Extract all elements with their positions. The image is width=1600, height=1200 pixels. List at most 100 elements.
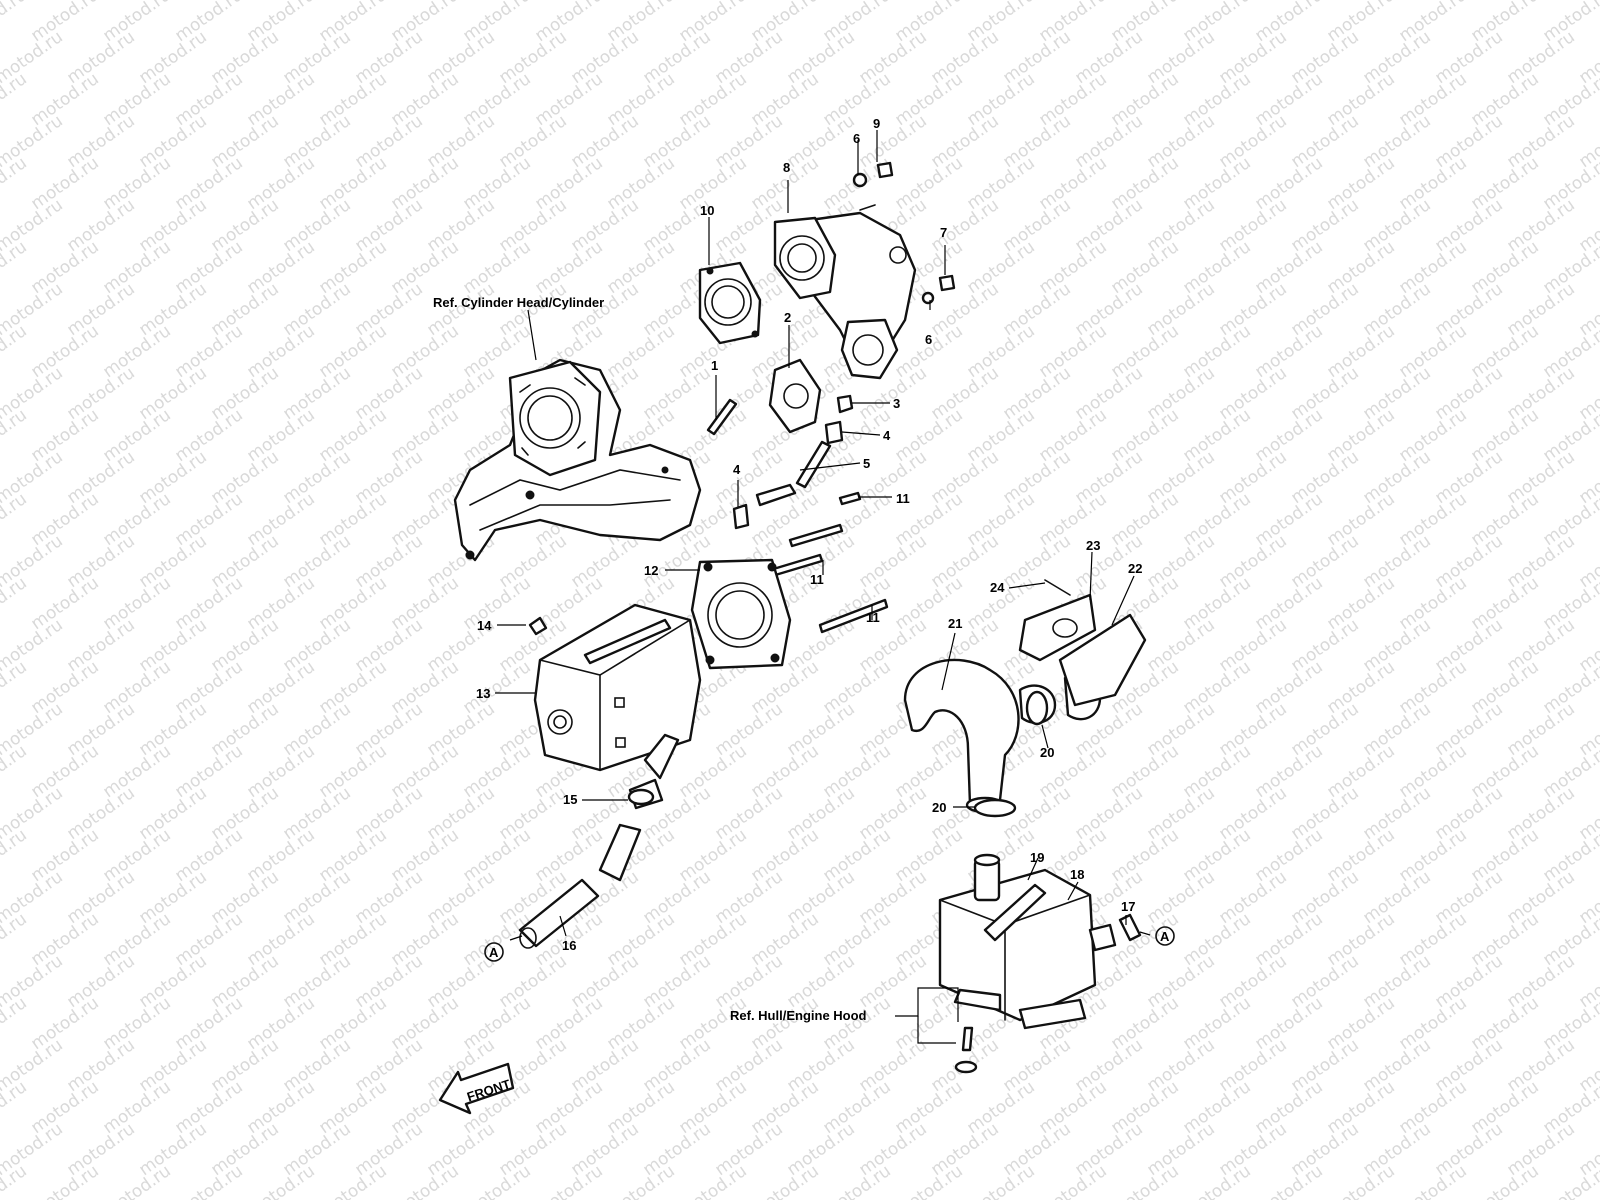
watermark-text: motod.ru — [243, 993, 318, 1054]
watermark-text: motod.ru — [1431, 867, 1506, 928]
watermark-text: motod.ru — [63, 447, 138, 508]
watermark-text: motod.ru — [27, 993, 102, 1054]
watermark-text: motod.ru — [171, 153, 246, 214]
watermark-text: motod.ru — [279, 783, 354, 844]
callout-11c: 11 — [866, 610, 880, 625]
watermark-text: motod.ru — [1431, 279, 1506, 340]
watermark-text: motod.ru — [135, 1035, 210, 1096]
watermark-text: motod.ru — [135, 615, 210, 676]
watermark-text: motod.ru — [1395, 1077, 1470, 1138]
watermark-text: motod.ru — [1107, 825, 1182, 886]
watermark-text: motod.ru — [171, 1077, 246, 1138]
watermark-text: motod.ru — [819, 69, 894, 130]
watermark-text: motod.ru — [531, 153, 606, 214]
watermark-text: motod.ru — [387, 573, 462, 634]
watermark-text: motod.ru — [459, 69, 534, 130]
watermark-text: motod.ru — [171, 321, 246, 382]
watermark-text: motod.ru — [1359, 111, 1434, 172]
watermark-text: motod.ru — [1323, 909, 1398, 970]
watermark-text: motod.ru — [279, 111, 354, 172]
watermark-text: motod.ru — [315, 909, 390, 970]
watermark-text: motod.ru — [495, 951, 570, 1012]
watermark-text: motod.ru — [315, 741, 390, 802]
watermark-text: motod.ru — [639, 867, 714, 928]
water-box — [938, 853, 1142, 1074]
watermark-text: motod.ru — [135, 867, 210, 928]
watermark-text: motod.ru — [207, 111, 282, 172]
watermark-text: motod.ru — [63, 615, 138, 676]
watermark-text: motod.ru — [1431, 27, 1506, 88]
watermark-text: motod.ru — [891, 405, 966, 466]
watermark-text: motod.ru — [1215, 531, 1290, 592]
watermark-text: motod.ru — [1431, 1119, 1506, 1180]
watermark-text: motod.ru — [387, 657, 462, 718]
watermark-text: motod.ru — [1395, 825, 1470, 886]
watermark-text: motod.ru — [99, 405, 174, 466]
watermark-text: motod.ru — [171, 489, 246, 550]
watermark-text: motod.ru — [243, 825, 318, 886]
callout-4a: 4 — [733, 462, 741, 477]
watermark-text: motod.ru — [171, 657, 246, 718]
watermark-text: motod.ru — [171, 909, 246, 970]
watermark-text: motod.ru — [135, 447, 210, 508]
watermark-text: motod.ru — [459, 657, 534, 718]
watermark-text: motod.ru — [1215, 111, 1290, 172]
watermark-text: motod.ru — [27, 657, 102, 718]
watermark-text: motod.ru — [1467, 741, 1542, 802]
fittings — [706, 161, 956, 530]
watermark-text: motod.ru — [927, 447, 1002, 508]
watermark-text: motod.ru — [567, 111, 642, 172]
watermark-text: motod.ru — [1035, 405, 1110, 466]
watermark-text: motod.ru — [135, 279, 210, 340]
watermark-text: motod.ru — [315, 405, 390, 466]
watermark-text: motod.ru — [1287, 531, 1362, 592]
watermark-text: motod.ru — [1287, 111, 1362, 172]
watermark-text: motod.ru — [1323, 69, 1398, 130]
watermark-text: motod.ru — [1143, 447, 1218, 508]
watermark-text: motod.ru — [27, 825, 102, 886]
watermark-text: motod.ru — [63, 279, 138, 340]
watermark-text: motod.ru — [171, 825, 246, 886]
watermark-text: motod.ru — [63, 867, 138, 928]
watermark-text: motod.ru — [0, 993, 31, 1054]
watermark-text: motod.ru — [747, 993, 822, 1054]
watermark-text: motod.ru — [1143, 363, 1218, 424]
watermark-text: motod.ru — [1395, 573, 1470, 634]
watermark-text: motod.ru — [567, 195, 642, 256]
watermark-text: motod.ru — [1287, 783, 1362, 844]
watermark-text: motod.ru — [1215, 279, 1290, 340]
watermark-text: motod.ru — [963, 69, 1038, 130]
watermark-text: motod.ru — [1467, 1077, 1542, 1138]
watermark-text: motod.ru — [495, 783, 570, 844]
watermark-text: motod.ru — [0, 657, 31, 718]
watermark-text: motod.ru — [855, 27, 930, 88]
connector-markers: A A — [484, 926, 1175, 962]
watermark-text: motod.ru — [99, 1077, 174, 1138]
watermark-text: motod.ru — [135, 699, 210, 760]
watermark-text: motod.ru — [207, 363, 282, 424]
watermark-text: motod.ru — [1107, 321, 1182, 382]
watermark-text: motod.ru — [1071, 783, 1146, 844]
watermark-text: motod.ru — [315, 993, 390, 1054]
watermark-text: motod.ru — [1431, 951, 1506, 1012]
watermark-text: motod.ru — [351, 951, 426, 1012]
watermark-text: motod.ru — [135, 531, 210, 592]
callout-9: 9 — [873, 116, 880, 131]
watermark-text: motod.ru — [1359, 195, 1434, 256]
watermark-text: motod.ru — [1215, 867, 1290, 928]
watermark-text: motod.ru — [1143, 111, 1218, 172]
watermark-text: motod.ru — [1395, 993, 1470, 1054]
watermark-text: motod.ru — [855, 783, 930, 844]
watermark-text: motod.ru — [315, 153, 390, 214]
watermark-text: motod.ru — [27, 405, 102, 466]
watermark-text: motod.ru — [1503, 1035, 1578, 1096]
watermark-text: motod.ru — [675, 993, 750, 1054]
exhaust-manifold — [453, 358, 702, 562]
watermark-text: motod.ru — [351, 447, 426, 508]
watermark-text: motod.ru — [1179, 573, 1254, 634]
watermark-text: motod.ru — [1179, 825, 1254, 886]
watermark-text: motod.ru — [351, 111, 426, 172]
watermark-text: motod.ru — [747, 741, 822, 802]
watermark-text: motod.ru — [1179, 1077, 1254, 1138]
callout-18: 18 — [1070, 867, 1084, 882]
